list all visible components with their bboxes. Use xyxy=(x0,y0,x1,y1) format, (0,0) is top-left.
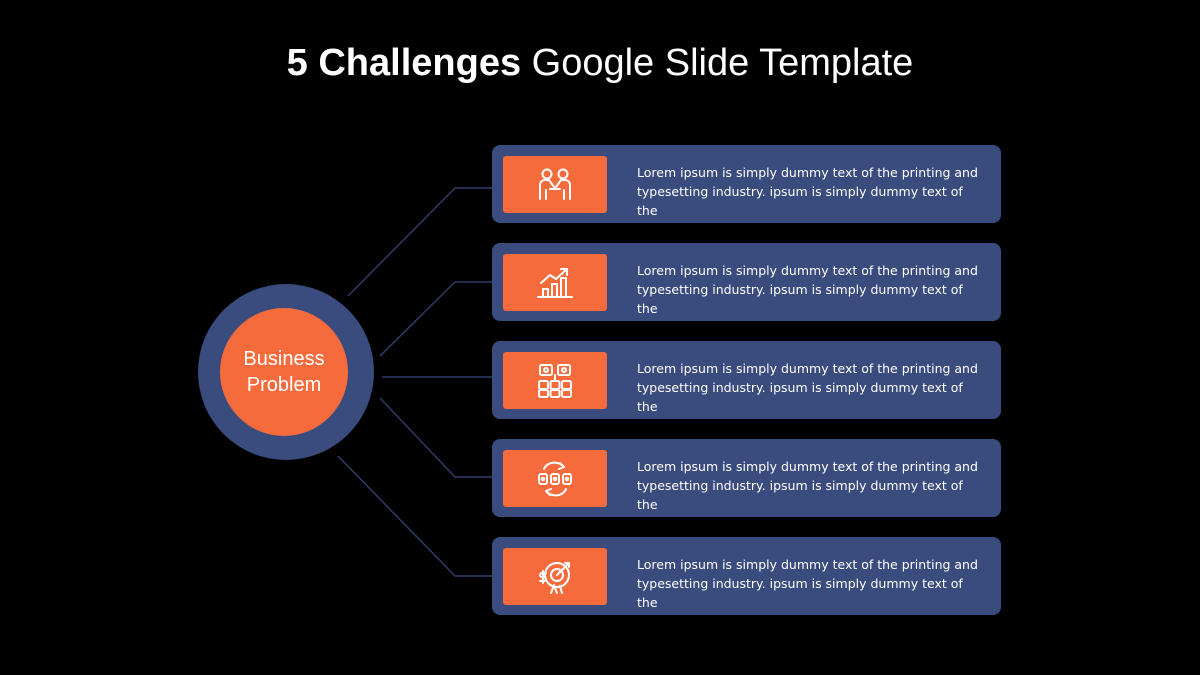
card-5-text-line2: typesetting industry. ipsum is simply du… xyxy=(637,576,963,610)
challenge-card-4: Lorem ipsum is simply dummy text of the … xyxy=(492,439,1001,517)
card-5-icon-box xyxy=(503,548,607,605)
center-label-line2: Problem xyxy=(246,374,322,396)
challenge-card-5: Lorem ipsum is simply dummy text of the … xyxy=(492,537,1001,615)
challenge-card-1: Lorem ipsum is simply dummy text of the … xyxy=(492,145,1001,223)
business-problem-ring: Business Problem xyxy=(198,284,374,460)
card-3-icon-box xyxy=(503,352,607,409)
card-1-text-line1: Lorem ipsum is simply dummy text of the … xyxy=(637,165,978,180)
card-5-text: Lorem ipsum is simply dummy text of the … xyxy=(637,555,987,612)
card-3-text: Lorem ipsum is simply dummy text of the … xyxy=(637,359,987,416)
card-5-text-line1: Lorem ipsum is simply dummy text of the … xyxy=(637,557,978,572)
card-4-text-line1: Lorem ipsum is simply dummy text of the … xyxy=(637,459,978,474)
connector-line-4 xyxy=(379,397,492,478)
card-4-text: Lorem ipsum is simply dummy text of the … xyxy=(637,457,987,514)
card-2-text-line2: typesetting industry. ipsum is simply du… xyxy=(637,282,963,316)
card-2-text: Lorem ipsum is simply dummy text of the … xyxy=(637,261,987,318)
card-3-text-line2: typesetting industry. ipsum is simply du… xyxy=(637,380,963,414)
card-1-text-line2: typesetting industry. ipsum is simply du… xyxy=(637,184,963,218)
slide-title: 5 Challenges Google Slide Template xyxy=(0,38,1200,88)
organization-icon xyxy=(538,363,572,398)
center-label-line1: Business xyxy=(243,348,325,370)
connector-line-5 xyxy=(337,455,492,577)
title-bold: 5 Challenges xyxy=(286,42,522,84)
growth-chart-icon xyxy=(537,267,573,298)
card-2-icon-box xyxy=(503,254,607,311)
target-goal-icon xyxy=(539,561,570,594)
card-1-text: Lorem ipsum is simply dummy text of the … xyxy=(637,163,987,220)
card-3-text-line1: Lorem ipsum is simply dummy text of the … xyxy=(637,361,978,376)
title-rest: Google Slide Template xyxy=(521,42,914,84)
challenge-card-3: Lorem ipsum is simply dummy text of the … xyxy=(492,341,1001,419)
workflow-cycle-icon xyxy=(538,461,572,496)
card-2-text-line1: Lorem ipsum is simply dummy text of the … xyxy=(637,263,978,278)
card-1-icon-box xyxy=(503,156,607,213)
challenge-card-2: Lorem ipsum is simply dummy text of the … xyxy=(492,243,1001,321)
card-4-text-line2: typesetting industry. ipsum is simply du… xyxy=(637,478,963,512)
business-problem-circle: Business Problem xyxy=(220,308,348,436)
connector-line-2 xyxy=(379,281,492,357)
connector-line-1 xyxy=(347,187,492,297)
card-4-icon-box xyxy=(503,450,607,507)
teamwork-icon xyxy=(539,168,571,200)
